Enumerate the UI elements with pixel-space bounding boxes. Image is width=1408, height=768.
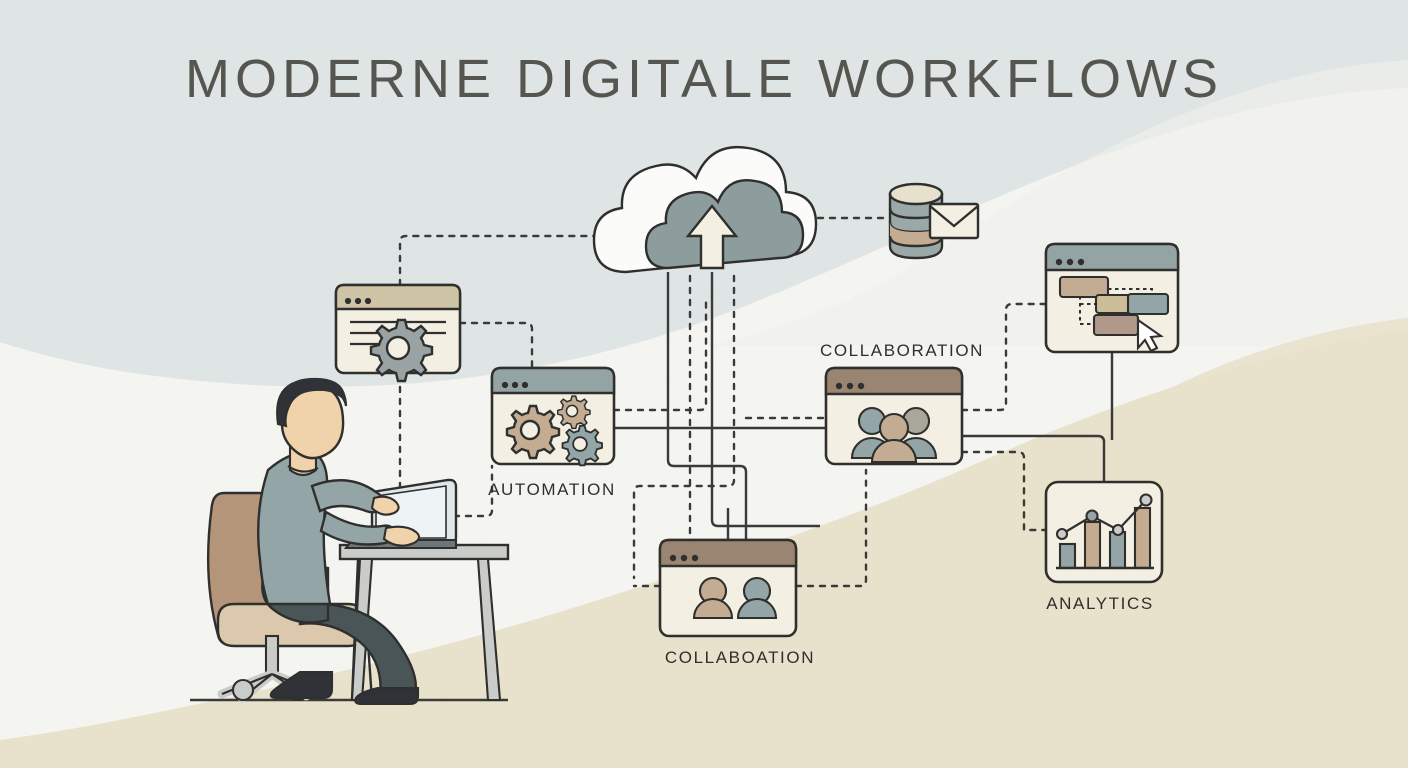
window-dot (511, 381, 519, 389)
page-title: MODERNE DIGITALE WORKFLOWS (184, 49, 1224, 109)
window-dot (364, 297, 372, 305)
collaboration-label: COLLABORATION (819, 341, 985, 360)
flow-node (1126, 292, 1170, 316)
window-dot (1077, 258, 1085, 266)
chart-bar (1133, 506, 1152, 570)
window-dot (344, 297, 352, 305)
gear-icon (561, 424, 603, 467)
window-dot (669, 554, 677, 562)
analytics-label: ANALYTICS (1046, 594, 1154, 613)
gear-icon (505, 404, 561, 460)
flow-node (1058, 275, 1110, 299)
window-dot (835, 382, 843, 390)
gear-icon (556, 395, 591, 430)
window-dot (1055, 258, 1063, 266)
chart-bar (1083, 520, 1102, 570)
chart-trend-line (1061, 499, 1147, 535)
document-settings-card[interactable] (334, 283, 462, 383)
collaboration-card[interactable] (824, 366, 964, 466)
chart-point (1085, 509, 1099, 523)
window-dot (846, 382, 854, 390)
chart-bar (1058, 542, 1077, 570)
chart-point (1139, 493, 1153, 507)
window-dot (1066, 258, 1074, 266)
window-dot (857, 382, 865, 390)
window-dot (521, 381, 529, 389)
window-dot (501, 381, 509, 389)
gear-icon (369, 318, 434, 383)
workflow-flowchart-card[interactable] (1044, 242, 1180, 354)
cloud-upload-icon[interactable] (592, 145, 818, 274)
chart-bar (1108, 530, 1127, 570)
database-envelope-icon[interactable] (888, 182, 980, 260)
analytics-card[interactable] (1044, 480, 1164, 584)
cursor-icon (1136, 317, 1164, 353)
flow-node (1092, 313, 1140, 337)
collaboation-label: COLLABOATION (664, 648, 816, 667)
automation-card[interactable] (490, 366, 616, 467)
chart-point (1055, 527, 1069, 541)
window-dot (691, 554, 699, 562)
people-group-icon (850, 406, 938, 464)
chart-point (1111, 523, 1125, 537)
automation-label: AUTOMATION (488, 480, 616, 499)
collaboation-card[interactable] (658, 538, 798, 638)
two-people-icon (692, 576, 778, 620)
person-at-desk (190, 377, 510, 706)
window-dot (354, 297, 362, 305)
window-dot (680, 554, 688, 562)
